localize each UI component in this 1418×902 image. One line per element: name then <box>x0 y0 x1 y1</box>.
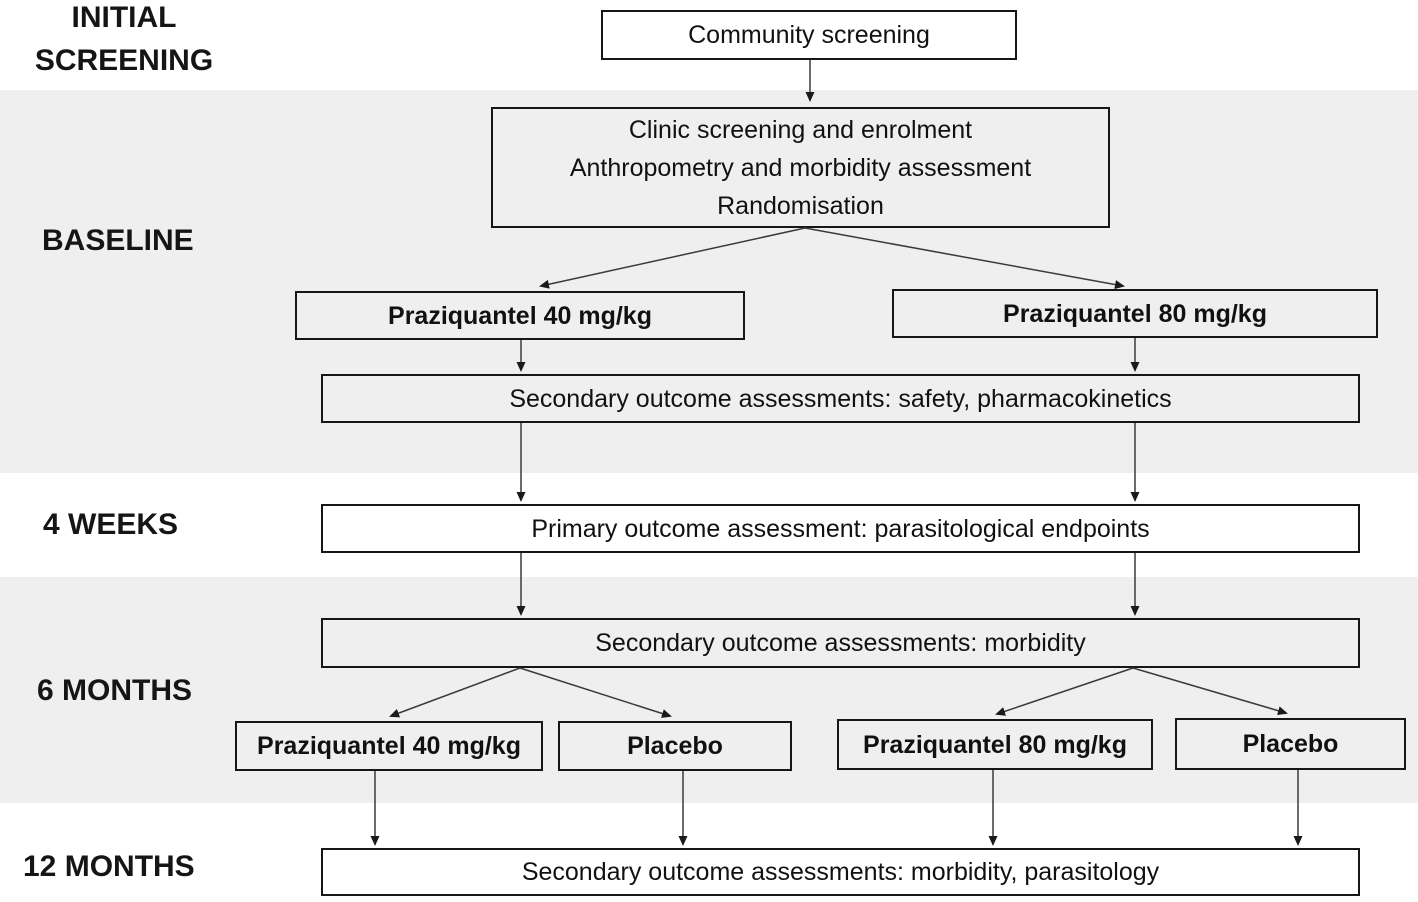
stage-label-baseline: BASELINE <box>42 224 194 257</box>
node-placebo-left: Placebo <box>558 721 792 771</box>
node-placebo-right: Placebo <box>1175 718 1406 770</box>
node-community-screening: Community screening <box>601 10 1017 60</box>
node-praziquantel-80-baseline: Praziquantel 80 mg/kg <box>892 289 1378 338</box>
stage-label-12-months: 12 MONTHS <box>23 850 195 883</box>
node-secondary-morbidity-parasitology: Secondary outcome assessments: morbidity… <box>321 848 1360 896</box>
node-clinic-screening: Clinic screening and enrolment Anthropom… <box>491 107 1110 228</box>
node-secondary-safety-pharmacokinetics: Secondary outcome assessments: safety, p… <box>321 374 1360 423</box>
clinic-line-2: Anthropometry and morbidity assessment <box>569 153 1032 182</box>
node-secondary-morbidity: Secondary outcome assessments: morbidity <box>321 618 1360 668</box>
clinic-line-3: Randomisation <box>717 191 884 220</box>
node-praziquantel-40-baseline: Praziquantel 40 mg/kg <box>295 291 745 340</box>
node-praziquantel-80-6-months: Praziquantel 80 mg/kg <box>837 719 1153 770</box>
stage-label-6-months: 6 MONTHS <box>37 674 193 707</box>
clinic-line-1: Clinic screening and enrolment <box>628 115 973 144</box>
stage-label-4-weeks: 4 WEEKS <box>43 508 179 541</box>
stage-label-initial-screening: INITIAL SCREENING <box>34 1 214 77</box>
node-primary-outcome: Primary outcome assessment: parasitologi… <box>321 504 1360 553</box>
node-praziquantel-40-6-months: Praziquantel 40 mg/kg <box>235 721 543 771</box>
